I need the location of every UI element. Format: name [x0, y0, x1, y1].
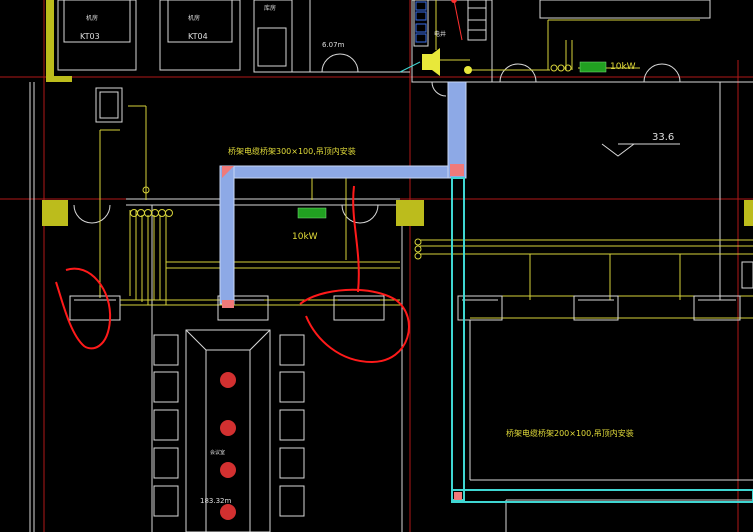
- top-equipment: [413, 0, 487, 47]
- cable-tray-label-2: 桥架电缆桥架200×100,吊顶内安装: [506, 428, 634, 438]
- annotation-marks: [55, 185, 410, 364]
- panel-symbols: [95, 48, 572, 260]
- area-label-top: 6.07m: [322, 41, 345, 49]
- elevation-label: 33.6: [652, 132, 674, 143]
- load-box-top-right: [579, 61, 607, 73]
- cable-tray-label-1: 桥架电缆桥架300×100,吊顶内安装: [228, 146, 356, 156]
- room-label-small-2: 机房: [188, 14, 200, 22]
- feeder-wiring: [99, 0, 753, 319]
- room-label-small-5: 会议室: [210, 449, 225, 456]
- ceiling-fans: [220, 372, 236, 520]
- room-label-kt04: KT04: [188, 32, 208, 41]
- room-label-small-3: 库房: [264, 4, 276, 12]
- door-swings: [73, 53, 681, 224]
- room-label-kt03: KT03: [80, 32, 100, 41]
- load-label-center: 10kW: [292, 232, 318, 242]
- columns: [42, 0, 753, 226]
- room-label-small-4: 电井: [434, 30, 446, 38]
- cable-tray-cyan: [451, 177, 753, 503]
- load-box-center: [297, 207, 327, 219]
- area-label-bottom: 183.32m: [200, 497, 231, 505]
- walls: [29, 0, 753, 532]
- cable-tray-blue: [219, 81, 467, 308]
- room-label-small-1: 机房: [86, 14, 98, 22]
- ac-units: [69, 261, 753, 321]
- load-label-top-right: 10kW: [610, 62, 636, 72]
- elevation-marker: [601, 143, 680, 157]
